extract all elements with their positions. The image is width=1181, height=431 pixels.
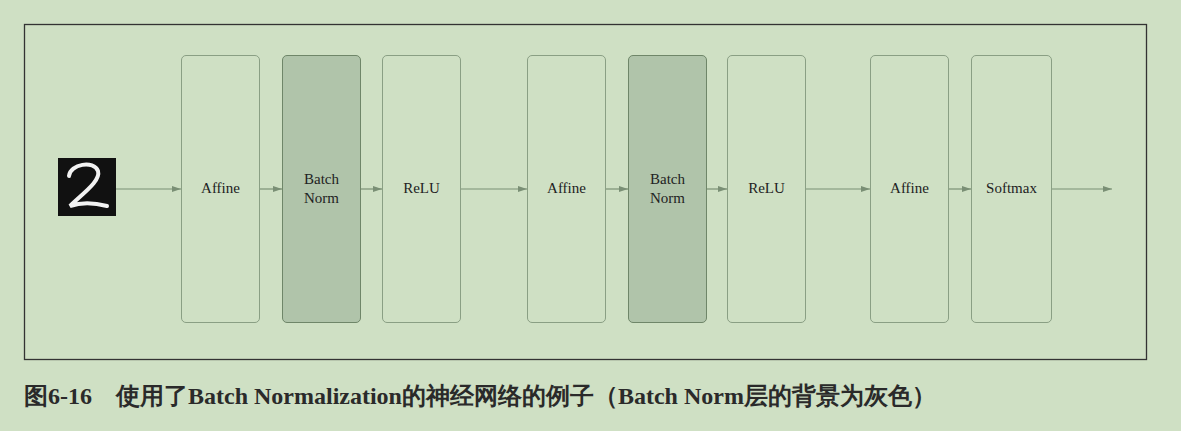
norm-layer-box: Batch Norm bbox=[282, 55, 361, 323]
layer-box: Affine bbox=[870, 55, 949, 323]
layer-box: Affine bbox=[527, 55, 606, 323]
norm-layer-box: Batch Norm bbox=[628, 55, 707, 323]
layer-label: Affine bbox=[201, 179, 240, 199]
layer-label: Batch Norm bbox=[637, 170, 699, 209]
layer-label: Softmax bbox=[986, 179, 1037, 199]
layer-label: Batch Norm bbox=[291, 170, 353, 209]
layer-box: Affine bbox=[181, 55, 260, 323]
input-arrow bbox=[116, 188, 181, 189]
layer-box: ReLU bbox=[727, 55, 806, 323]
digit-stroke bbox=[69, 165, 107, 206]
flow-arrow bbox=[707, 188, 727, 189]
flow-arrow bbox=[260, 188, 282, 189]
flow-arrow bbox=[806, 188, 870, 189]
layer-box: ReLU bbox=[382, 55, 461, 323]
flow-arrow bbox=[949, 188, 971, 189]
output-arrow bbox=[1052, 188, 1112, 189]
digit-image bbox=[58, 158, 116, 216]
figure-caption: 图6-16 使用了Batch Normalization的神经网络的例子（Bat… bbox=[24, 380, 936, 412]
flow-arrow bbox=[361, 188, 382, 189]
layer-box: Softmax bbox=[971, 55, 1052, 323]
figure-frame bbox=[25, 25, 1147, 360]
flow-arrow bbox=[606, 188, 628, 189]
layer-label: ReLU bbox=[748, 179, 785, 199]
layer-label: ReLU bbox=[403, 179, 440, 199]
flow-arrow bbox=[461, 188, 527, 189]
layer-label: Affine bbox=[547, 179, 586, 199]
layer-label: Affine bbox=[890, 179, 929, 199]
